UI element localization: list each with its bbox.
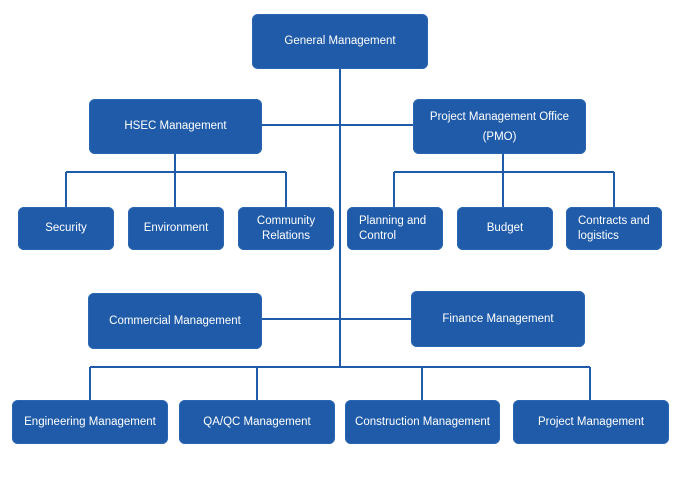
node-general-management-label: General Management [284,35,396,47]
node-finance-management: Finance Management [411,291,585,347]
node-pmo: Project Management Office (PMO) [413,99,586,154]
node-pmo-label: Project Management Office (PMO) [429,110,570,143]
node-security-label: Security [45,222,87,234]
node-construction-management-label: Construction Management [355,415,490,428]
node-security: Security [18,207,114,250]
node-commercial-management-label: Commercial Management [109,314,241,327]
node-construction-management: Construction Management [345,400,500,444]
node-community-relations-label: Community Relations [256,214,316,242]
node-project-management-label: Project Management [537,415,645,428]
node-general-management: General Management [252,14,428,69]
node-commercial-management: Commercial Management [88,293,262,349]
node-budget: Budget [457,207,553,250]
node-planning-and-control: Planning and Control [347,207,443,250]
node-hsec-management-label: HSEC Management [124,120,227,132]
node-qaqc-management-label: QA/QC Management [203,415,311,428]
node-project-management: Project Management [513,400,669,444]
node-finance-management-label: Finance Management [442,312,554,325]
node-environment-label: Environment [143,222,209,234]
node-planning-and-control-label: Planning and Control [359,214,427,242]
node-engineering-management: Engineering Management [12,400,168,444]
node-contracts-and-logistics-label: Contracts and logistics [578,214,650,242]
node-engineering-management-label: Engineering Management [24,415,156,428]
node-qaqc-management: QA/QC Management [179,400,335,444]
node-environment: Environment [128,207,224,250]
node-hsec-management: HSEC Management [89,99,262,154]
node-contracts-and-logistics: Contracts and logistics [566,207,662,250]
node-community-relations: Community Relations [238,207,334,250]
node-budget-label: Budget [486,222,524,234]
